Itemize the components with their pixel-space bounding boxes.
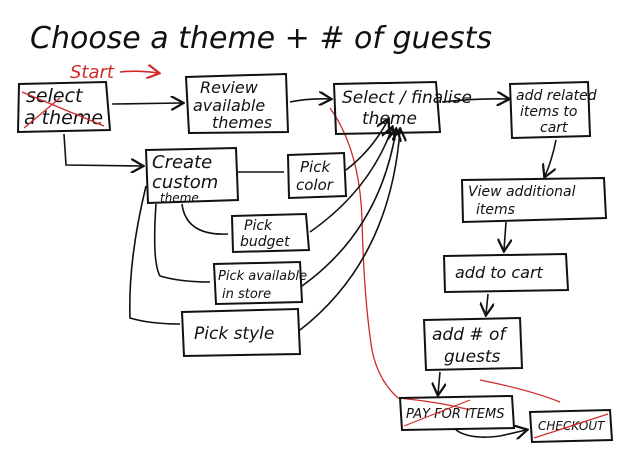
node-pick-color: Pick color	[286, 151, 348, 200]
node-label: Pick available in store	[218, 269, 311, 302]
arrow-pay-to-checkout	[455, 430, 526, 437]
start-arrow	[119, 71, 158, 73]
node-pick-budget: Pick budget	[230, 212, 311, 254]
line-custom-to-budget	[181, 203, 229, 235]
node-label: add # of guests	[432, 325, 511, 367]
node-pick-available: Pick available in store	[212, 260, 311, 306]
strike-mark	[403, 399, 471, 427]
node-label: add related items to cart	[516, 88, 601, 136]
strike-mark	[533, 413, 609, 439]
diagram-title: Choose a theme + # of guests	[30, 21, 492, 56]
node-label: Create custom theme	[152, 152, 224, 205]
node-label: Review available themes	[193, 78, 272, 132]
node-select-theme: select a theme	[16, 80, 112, 134]
arrow-review-to-finalise	[289, 99, 330, 102]
arrow-finalise-to-related	[441, 99, 508, 102]
node-label: add to cart	[455, 263, 544, 282]
node-pick-style: Pick style	[180, 307, 302, 358]
connectors	[63, 99, 557, 437]
node-label: Pick style	[194, 324, 274, 344]
line-custom-to-style	[129, 185, 181, 325]
node-select-finalise: Select / finalise theme	[332, 80, 477, 136]
node-label: select a theme	[24, 85, 103, 129]
node-label: Select / finalise theme	[342, 88, 477, 129]
node-label: PAY FOR ITEMS	[406, 407, 505, 422]
arrow-budget-to-finalise	[309, 128, 392, 233]
line-custom-to-available	[153, 203, 211, 283]
node-label: Pick color	[296, 158, 335, 194]
strike-mark	[21, 91, 105, 129]
arrow-view-to-cart	[504, 221, 506, 250]
red-correction-line-2	[479, 379, 561, 403]
arrow-select-to-custom	[63, 133, 142, 166]
arrow-available-to-finalise	[301, 130, 396, 287]
arrow-guests-to-pay	[438, 371, 440, 394]
node-add-related: add related items to cart	[508, 80, 601, 140]
arrow-related-to-view	[545, 139, 557, 176]
node-label: Pick budget	[240, 218, 290, 250]
start-annotation: Start	[70, 62, 115, 83]
node-label: View additional items	[468, 184, 580, 218]
arrow-style-to-finalise	[299, 130, 400, 331]
node-checkout: CHECKOUT	[528, 408, 614, 444]
node-pay-items: PAY FOR ITEMS	[398, 394, 516, 432]
node-review-themes: Review available themes	[184, 72, 290, 135]
arrow-select-to-review	[111, 103, 182, 104]
red-correction-line	[329, 107, 471, 411]
node-add-to-cart: add to cart	[442, 252, 570, 294]
node-create-custom: Create custom theme	[144, 146, 240, 205]
node-view-additional: View additional items	[460, 176, 608, 224]
node-add-guests: add # of guests	[422, 316, 524, 372]
arrow-cart-to-guests	[486, 293, 488, 314]
